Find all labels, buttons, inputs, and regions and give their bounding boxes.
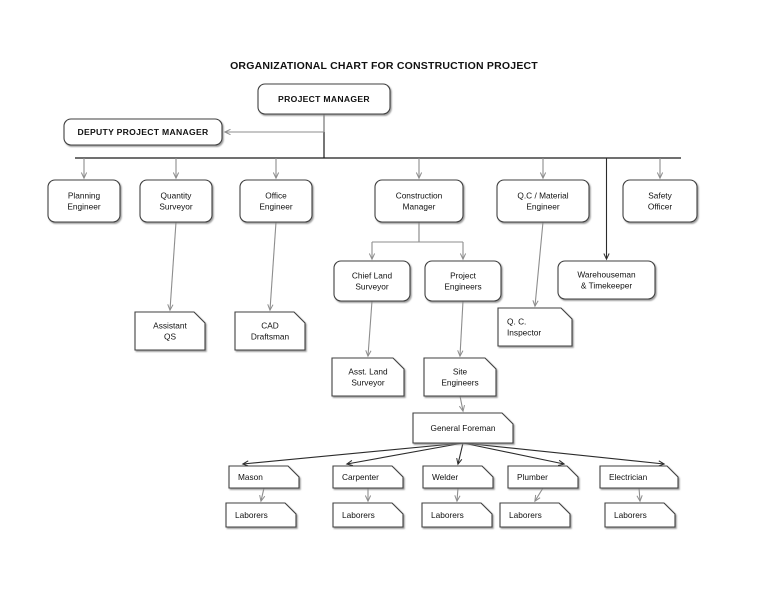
node-laborers-electrician[interactable]: Laborers bbox=[604, 502, 676, 528]
node-mason[interactable]: Mason bbox=[228, 465, 300, 489]
node-deputy-project-manager[interactable]: DEPUTY PROJECT MANAGER bbox=[63, 118, 223, 146]
node-shape-clipped bbox=[332, 465, 404, 489]
node-label: Engineer bbox=[526, 202, 559, 212]
node-warehouseman-timekeeper[interactable]: Warehouseman& Timekeeper bbox=[557, 260, 656, 300]
node-laborers-welder[interactable]: Laborers bbox=[421, 502, 493, 528]
node-label: General Foreman bbox=[430, 423, 495, 433]
node-shape-rounded bbox=[239, 179, 313, 223]
node-label: Manager bbox=[403, 202, 436, 212]
node-label: Q. C. bbox=[507, 317, 526, 327]
node-shape-rounded bbox=[333, 260, 411, 302]
node-shape-clipped bbox=[228, 465, 300, 489]
node-shape-rounded bbox=[622, 179, 698, 223]
node-carpenter[interactable]: Carpenter bbox=[332, 465, 404, 489]
node-shape-rounded bbox=[63, 118, 223, 146]
node-shape-rounded bbox=[424, 260, 502, 302]
connector-layer bbox=[75, 114, 681, 503]
node-label: Plumber bbox=[517, 472, 548, 482]
node-label: Quantity bbox=[161, 191, 193, 201]
node-label: Officer bbox=[648, 202, 673, 212]
node-label: Carpenter bbox=[342, 472, 379, 482]
node-label: DEPUTY PROJECT MANAGER bbox=[77, 127, 209, 137]
node-label: Draftsman bbox=[251, 332, 290, 342]
node-laborers-plumber[interactable]: Laborers bbox=[499, 502, 571, 528]
node-label: Laborers bbox=[431, 510, 464, 520]
node-shape-clipped bbox=[497, 307, 573, 347]
node-label: PROJECT MANAGER bbox=[278, 94, 370, 104]
node-label: Laborers bbox=[509, 510, 542, 520]
node-shape-clipped bbox=[507, 465, 579, 489]
node-shape-rounded bbox=[557, 260, 656, 300]
node-label: Q.C / Material bbox=[517, 191, 568, 201]
node-label: Asst. Land bbox=[348, 367, 388, 377]
node-shape-clipped bbox=[421, 502, 493, 528]
node-general-foreman[interactable]: General Foreman bbox=[412, 412, 514, 444]
node-label: Inspector bbox=[507, 328, 541, 338]
node-label: Laborers bbox=[342, 510, 375, 520]
node-shape-clipped bbox=[422, 465, 494, 489]
node-shape-rounded bbox=[257, 83, 391, 115]
node-label: Office bbox=[265, 191, 287, 201]
node-shape-clipped bbox=[225, 502, 297, 528]
node-shape-clipped bbox=[423, 357, 497, 397]
node-label: Warehouseman bbox=[577, 270, 636, 280]
node-label: Laborers bbox=[614, 510, 647, 520]
node-label: Engineers bbox=[441, 378, 478, 388]
node-label: Construction bbox=[396, 191, 443, 201]
node-shape-clipped bbox=[234, 311, 306, 351]
node-label: Safety bbox=[648, 191, 672, 201]
node-label: Electrician bbox=[609, 472, 648, 482]
node-label: Mason bbox=[238, 472, 263, 482]
node-plumber[interactable]: Plumber bbox=[507, 465, 579, 489]
node-shape-rounded bbox=[139, 179, 213, 223]
node-shape-clipped bbox=[604, 502, 676, 528]
node-label: Project bbox=[450, 271, 477, 281]
node-shape-rounded bbox=[47, 179, 121, 223]
node-label: Welder bbox=[432, 472, 458, 482]
node-label: QS bbox=[164, 332, 176, 342]
node-project-manager[interactable]: PROJECT MANAGER bbox=[257, 83, 391, 115]
node-shape-clipped bbox=[134, 311, 206, 351]
node-label: Laborers bbox=[235, 510, 268, 520]
node-qc-inspector[interactable]: Q. C.Inspector bbox=[497, 307, 573, 347]
node-label: Planning bbox=[68, 191, 101, 201]
node-label: Chief Land bbox=[352, 271, 393, 281]
node-label: Engineer bbox=[67, 202, 100, 212]
node-electrician[interactable]: Electrician bbox=[599, 465, 679, 489]
node-laborers-carpenter[interactable]: Laborers bbox=[332, 502, 404, 528]
node-shape-clipped bbox=[499, 502, 571, 528]
node-label: Engineer bbox=[259, 202, 292, 212]
node-shape-clipped bbox=[412, 412, 514, 444]
node-label: Engineers bbox=[444, 282, 481, 292]
node-layer: PROJECT MANAGER DEPUTY PROJECT MANAGER Pla… bbox=[47, 83, 698, 528]
node-shape-clipped bbox=[331, 357, 405, 397]
node-label: CAD bbox=[261, 321, 279, 331]
node-shape-clipped bbox=[332, 502, 404, 528]
node-label: Surveyor bbox=[355, 282, 388, 292]
node-label: & Timekeeper bbox=[581, 281, 632, 291]
node-label: Surveyor bbox=[159, 202, 192, 212]
node-shape-rounded bbox=[496, 179, 590, 223]
node-welder[interactable]: Welder bbox=[422, 465, 494, 489]
page-title: ORGANIZATIONAL CHART FOR CONSTRUCTION PR… bbox=[230, 60, 538, 72]
node-shape-rounded bbox=[374, 179, 464, 223]
node-laborers-mason[interactable]: Laborers bbox=[225, 502, 297, 528]
node-label: Site bbox=[453, 367, 468, 377]
node-label: Assistant bbox=[153, 321, 187, 331]
node-shape-clipped bbox=[599, 465, 679, 489]
node-label: Surveyor bbox=[351, 378, 384, 388]
